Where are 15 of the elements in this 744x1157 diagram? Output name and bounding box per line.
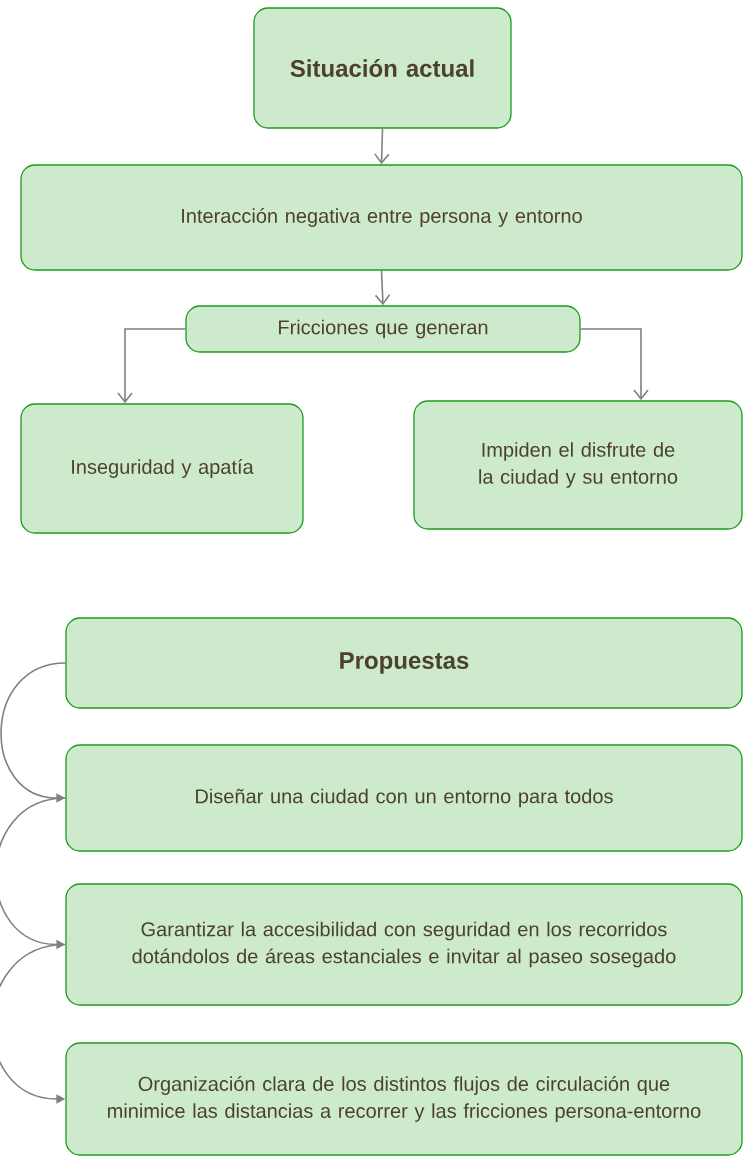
text-box: Interacción negativa entre persona y entorno	[20, 164, 743, 271]
arrow	[117, 328, 187, 404]
text-box: Inseguridad y apatía	[20, 403, 304, 534]
text-box: Impiden el disfrute de la ciudad y su entorno	[413, 400, 743, 530]
arrow	[374, 269, 391, 306]
heading-box: Situación actual	[253, 7, 512, 129]
text-box: Diseñar una ciudad con un entorno para todos	[65, 744, 743, 852]
text-box: Fricciones que generan	[185, 305, 581, 353]
arrow	[374, 127, 390, 165]
text-box: Organización clara de los distintos flujos de circulación que minimice las distancias a recorrer y las fricciones persona-entorno	[65, 1042, 743, 1156]
text-box: Garantizar la accesibilidad con seguridad en los recorridos dotándolos de áreas estanciales e invitar al paseo sosegado	[65, 883, 743, 1006]
arrow	[0, 662, 67, 803]
arrow	[579, 328, 649, 401]
heading-box: Propuestas	[65, 617, 743, 709]
arrow	[0, 943, 67, 1104]
